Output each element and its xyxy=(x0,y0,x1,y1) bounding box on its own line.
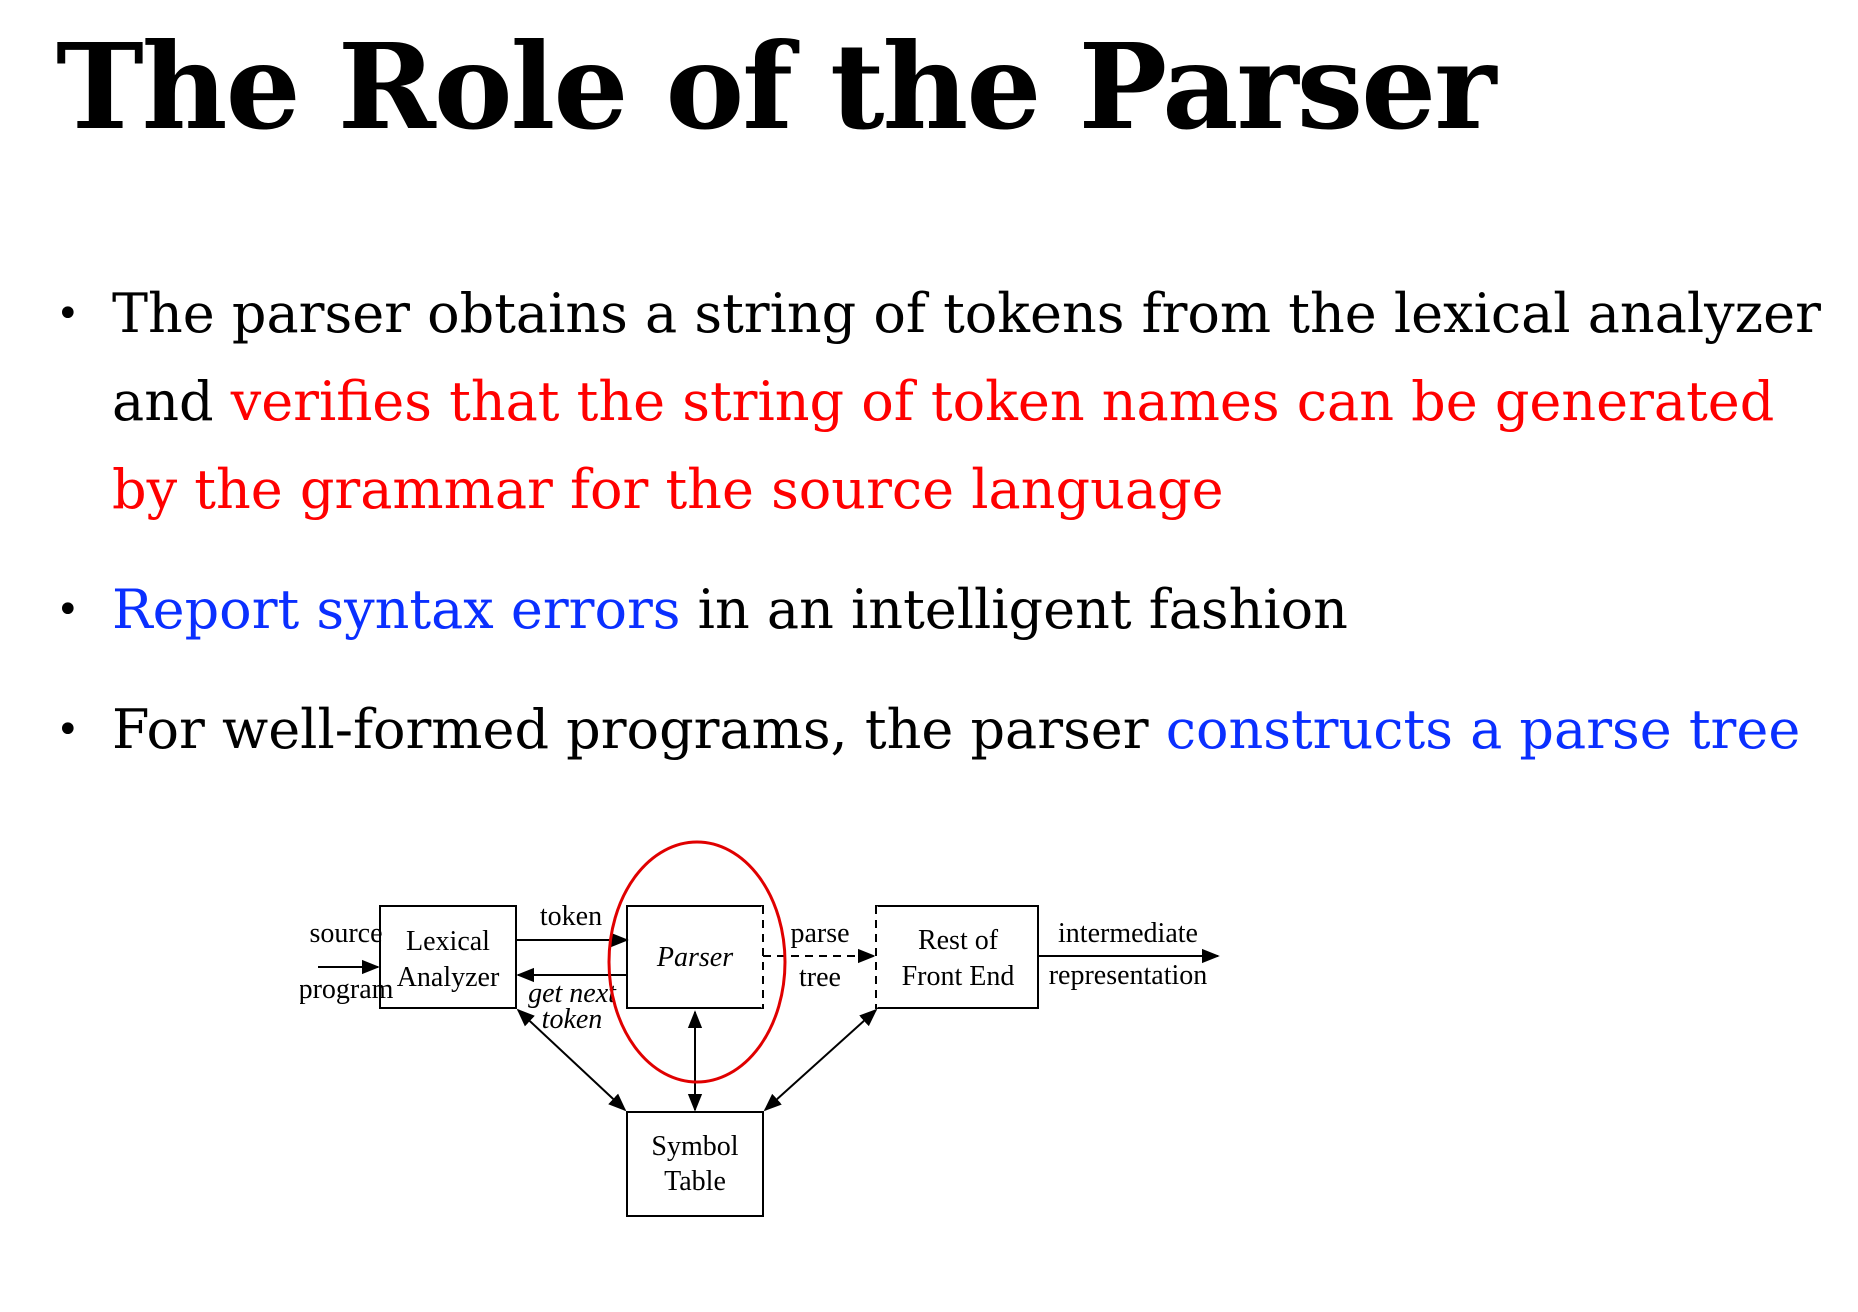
lexical-analyzer-box xyxy=(379,905,517,1009)
lexical-label: Lexical xyxy=(406,926,490,957)
compiler-front-end-diagram: source program Lexical Analyzer token ge… xyxy=(300,840,1220,1217)
bullet-list: • The parser obtains a string of tokens … xyxy=(56,270,1846,774)
slide-title: The Role of the Parser xyxy=(56,17,1496,156)
bullet-item: • Report syntax errors in an intelligent… xyxy=(56,566,1846,654)
parser-label: Parser xyxy=(656,942,733,973)
parse-label: parse xyxy=(790,918,849,949)
parser-highlight-circle xyxy=(607,840,787,1084)
table-label: Table xyxy=(664,1166,726,1197)
get-next-label: get next xyxy=(528,978,617,1009)
bullet-marker: • xyxy=(56,587,80,633)
analyzer-label: Analyzer xyxy=(397,962,500,993)
bullet-text: For well-formed programs, the parser xyxy=(112,698,1166,761)
representation-label: representation xyxy=(1049,960,1208,991)
token-label: token xyxy=(540,901,602,932)
bullet-highlight-blue: Report syntax errors xyxy=(112,578,681,641)
rest-of-label: Rest of xyxy=(918,925,999,956)
front-end-symbol-table-arrow xyxy=(763,1008,878,1112)
symbol-label: Symbol xyxy=(651,1131,738,1162)
get-next-token-label: token xyxy=(542,1004,603,1035)
bullet-text: in an intelligent fashion xyxy=(680,578,1348,641)
bullet-highlight-red: verifies that the string of token names … xyxy=(112,370,1775,521)
front-end-label: Front End xyxy=(902,961,1015,992)
bullet-highlight-blue: constructs a parse tree xyxy=(1165,698,1801,761)
program-label: program xyxy=(300,974,394,1005)
symbol-table-box xyxy=(626,1111,764,1217)
intermediate-label: intermediate xyxy=(1058,918,1198,949)
source-label: source xyxy=(309,918,382,949)
rest-of-front-end-box xyxy=(875,905,1039,1009)
bullet-marker: • xyxy=(56,291,80,337)
lexer-symbol-table-arrow xyxy=(516,1008,627,1112)
bullet-item: • The parser obtains a string of tokens … xyxy=(56,270,1846,534)
bullet-item: • For well-formed programs, the parser c… xyxy=(56,686,1846,774)
bullet-text: The parser obtains a string of tokens fr… xyxy=(112,282,1821,433)
tree-label: tree xyxy=(799,962,841,993)
bullet-marker: • xyxy=(56,707,80,753)
